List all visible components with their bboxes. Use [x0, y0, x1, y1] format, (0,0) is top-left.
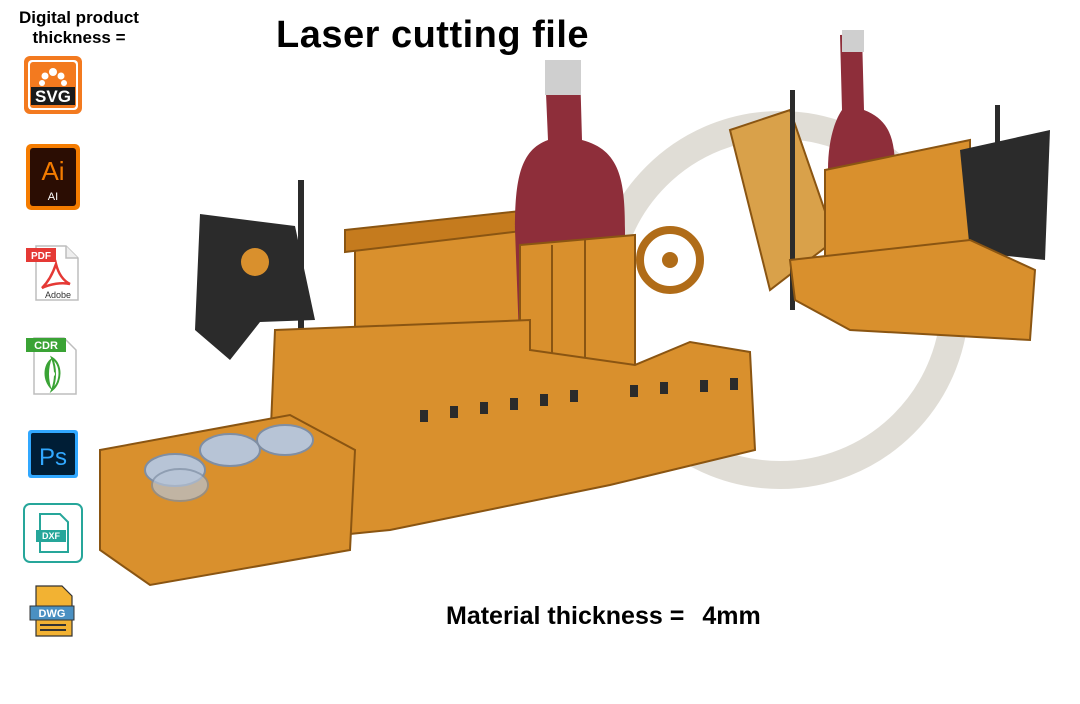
page-title: Laser cutting file — [276, 14, 590, 56]
pdf-icon: PDF Adobe — [22, 242, 84, 304]
dwg-icon-label: DWG — [39, 608, 66, 620]
svg-icon: SVG — [22, 54, 84, 116]
pirate-ship-model-front — [99, 60, 757, 587]
pirate-ship-model-back — [728, 30, 1050, 342]
photoshop-icon-label: Ps — [39, 444, 67, 471]
svg-icon-label: SVG — [35, 87, 71, 106]
digital-product-line1: Digital product — [19, 8, 139, 27]
material-thickness: Material thickness = 4mm — [446, 602, 761, 631]
digital-product-thickness-label: Digital product thickness = — [8, 8, 150, 48]
pdf-icon-label: PDF — [31, 251, 51, 262]
digital-product-line2: thickness = — [32, 28, 126, 47]
dxf-icon: DXF — [22, 502, 84, 564]
dxf-icon-label: DXF — [42, 531, 61, 541]
product-illustration — [90, 30, 1075, 600]
photoshop-icon: Ps — [22, 428, 84, 490]
coreldraw-icon: CDR — [22, 334, 84, 396]
material-thickness-label: Material thickness = — [446, 602, 685, 630]
illustrator-icon-label: Ai — [41, 156, 64, 186]
coreldraw-icon-label: CDR — [34, 340, 58, 352]
dwg-icon: DWG — [22, 584, 84, 646]
material-thickness-value: 4mm — [702, 602, 761, 630]
pdf-icon-sublabel: Adobe — [45, 290, 71, 300]
illustrator-icon-sublabel: AI — [48, 191, 58, 203]
illustrator-icon: Ai AI — [22, 142, 84, 210]
